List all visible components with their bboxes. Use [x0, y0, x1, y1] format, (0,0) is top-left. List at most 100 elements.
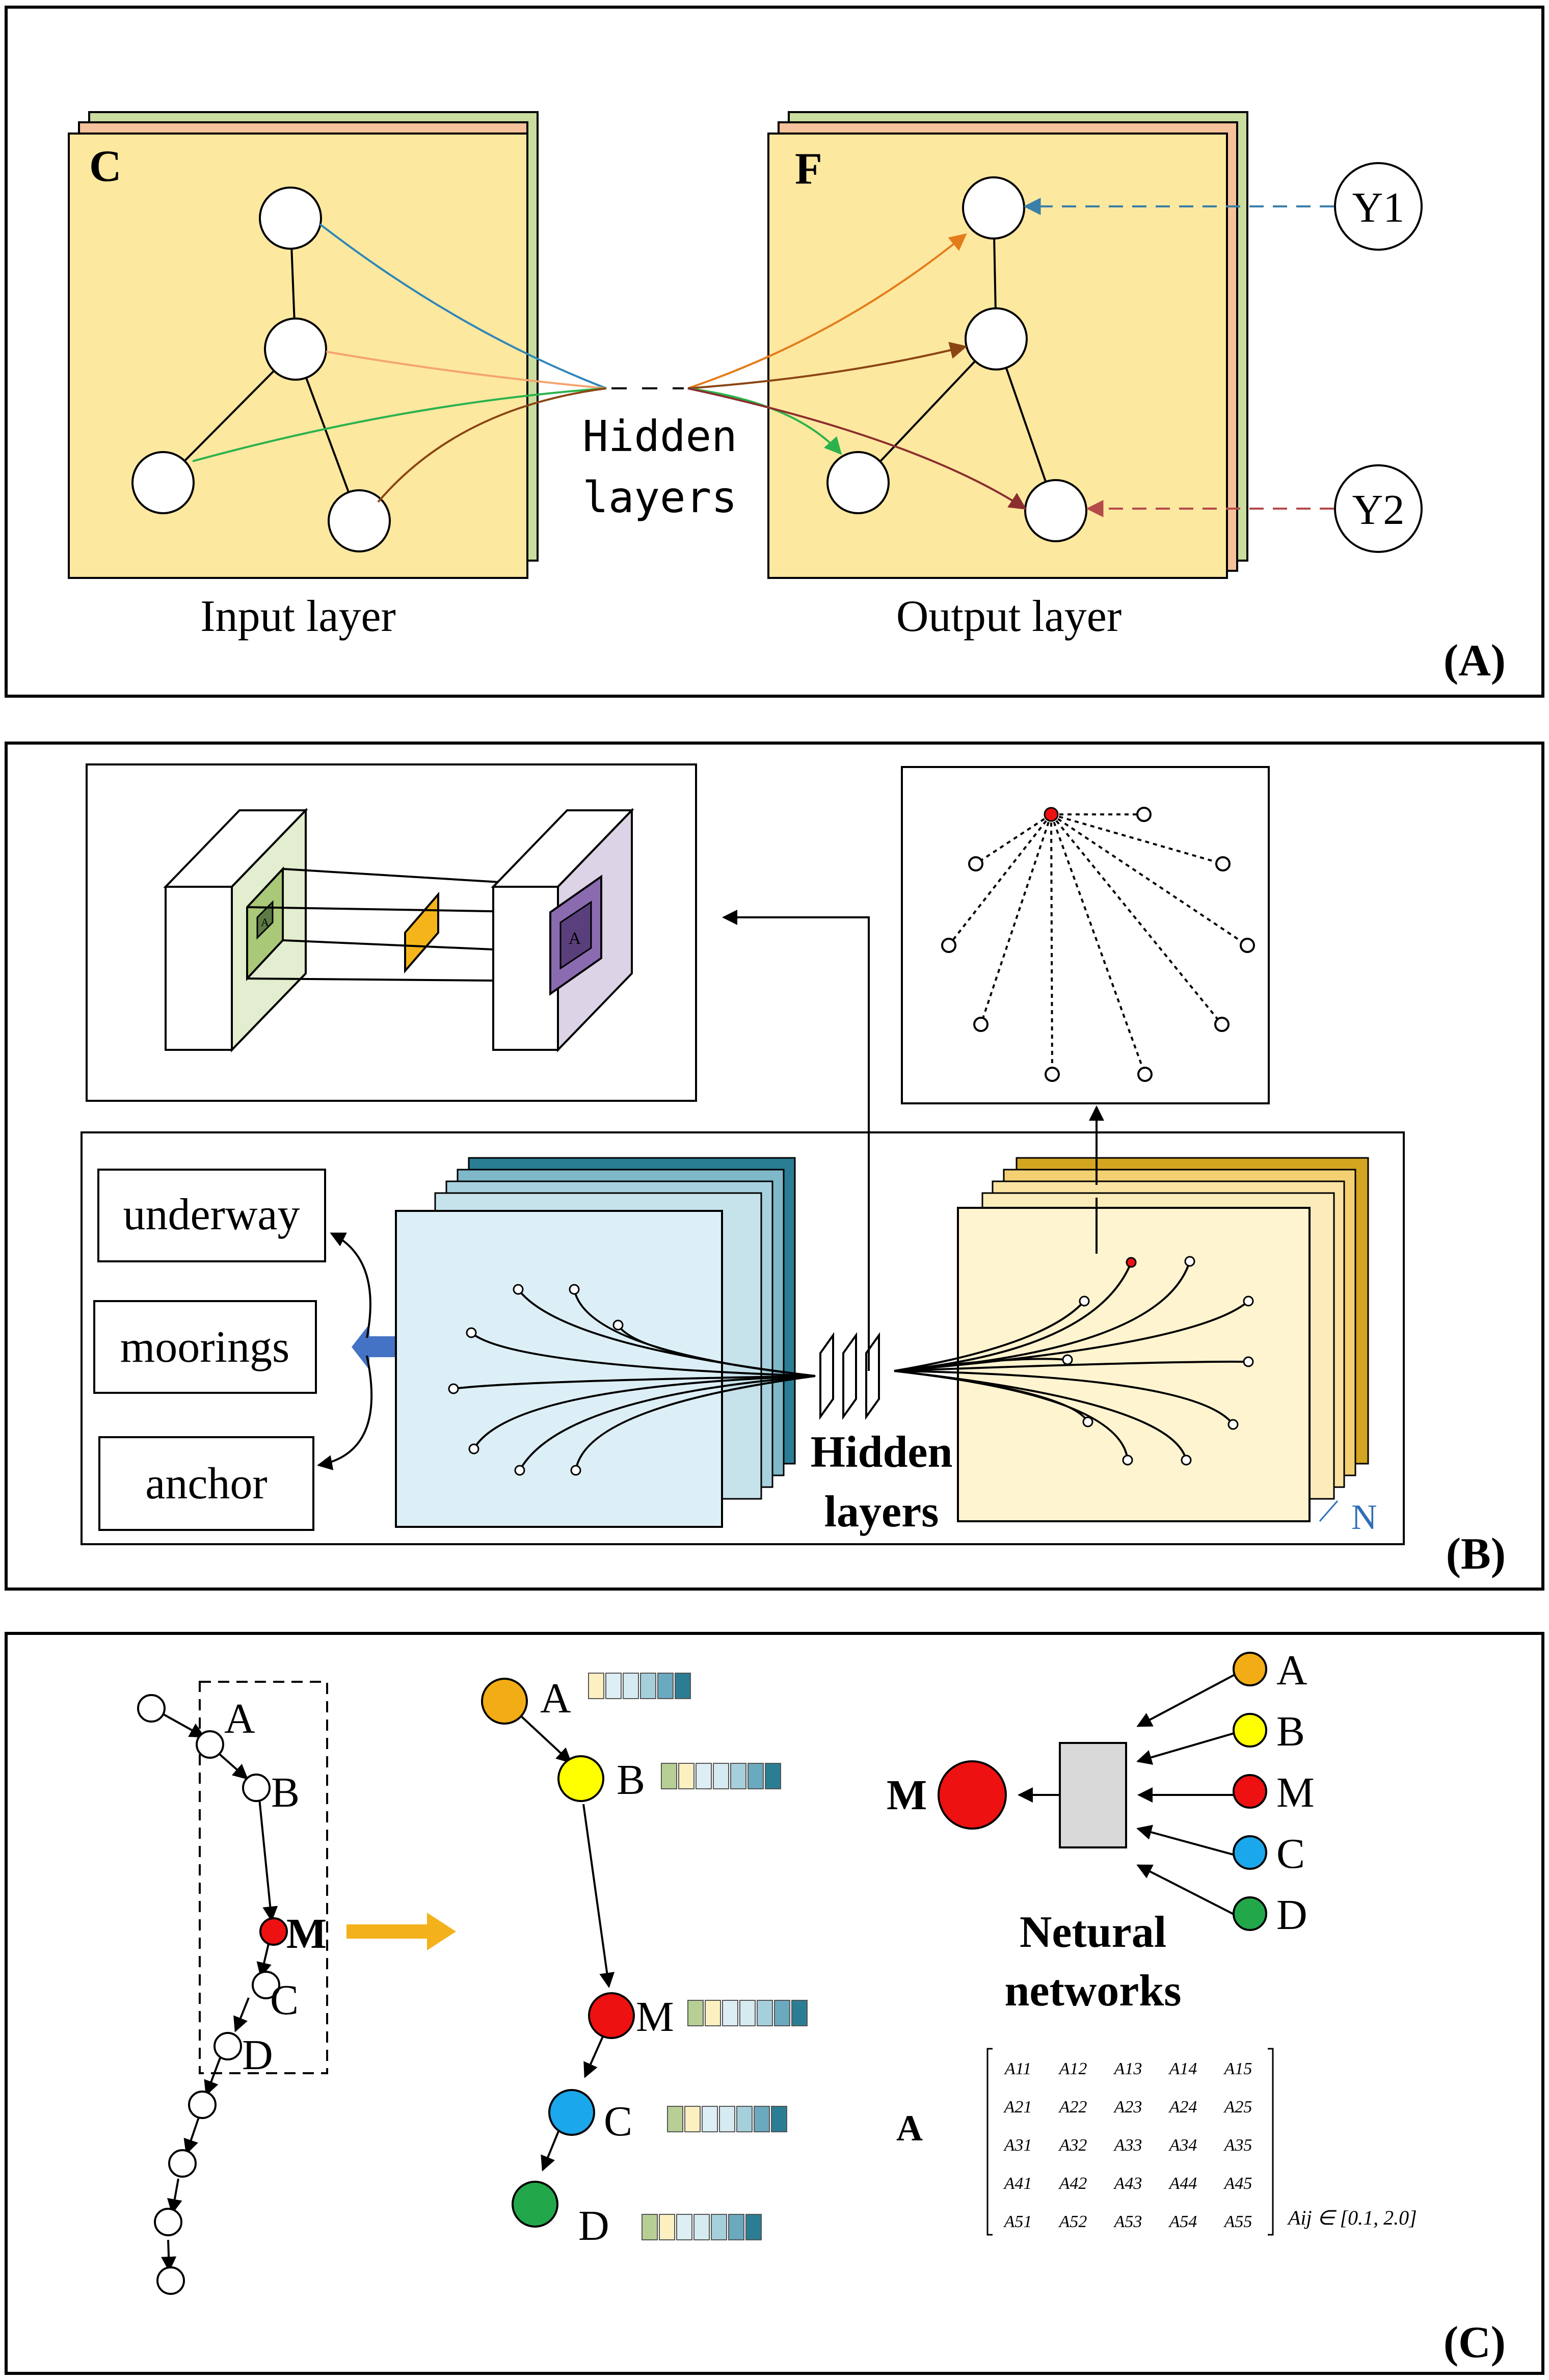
embedding-cell-a-0	[588, 1673, 604, 1699]
embedding-cell-d-3	[693, 2214, 710, 2240]
output-layer-tag: F	[795, 144, 822, 194]
embedding-cell-c-5	[754, 2106, 770, 2132]
neighbor-node-a	[481, 1678, 528, 1725]
embedding-cell-m-2	[722, 2000, 738, 2026]
nn-input-node-c	[1233, 1835, 1267, 1870]
extract-arrow	[346, 1913, 456, 1950]
class-label-underway: underway	[123, 1190, 300, 1239]
matrix-cell-3-4: A45	[1223, 2174, 1252, 2193]
star-graph	[948, 813, 1248, 1075]
embedding-cell-b-2	[696, 1763, 712, 1789]
matrix-name: A	[896, 2108, 923, 2149]
matrix-cell-1-1: A22	[1058, 2098, 1087, 2117]
nn-input-arrows	[1136, 1673, 1236, 1916]
embedding-cell-a-1	[605, 1673, 622, 1699]
embedding-cell-b-3	[713, 1763, 729, 1789]
input-layer-tag: C	[89, 142, 122, 191]
cnn-output-feature: A	[491, 808, 634, 1052]
matrix-cell-2-4: A35	[1223, 2136, 1252, 2155]
matrix-cell-3-2: A43	[1113, 2174, 1142, 2193]
embedding-cell-c-4	[736, 2106, 753, 2132]
embedding-cell-m-1	[705, 2000, 721, 2026]
matrix-cell-3-0: A41	[1003, 2174, 1032, 2193]
embedding-vectors	[588, 1673, 808, 2240]
embedding-cell-c-6	[771, 2106, 787, 2132]
matrix-cell-0-3: A14	[1168, 2059, 1197, 2078]
class-arrow-anchor	[317, 1355, 373, 1470]
matrix-cell-2-0: A31	[1003, 2136, 1032, 2155]
panel-a-tag: (A)	[1444, 636, 1506, 685]
matrix-cell-0-2: A13	[1113, 2059, 1142, 2078]
matrix-cell-2-2: A33	[1113, 2136, 1142, 2155]
embedding-cell-b-4	[730, 1763, 746, 1789]
trajectory-node-m	[259, 1917, 288, 1946]
embedding-cell-m-5	[774, 2000, 790, 2026]
embedding-cell-d-5	[728, 2214, 744, 2240]
matrix-cell-1-3: A24	[1168, 2098, 1197, 2117]
input-connections	[192, 223, 607, 503]
embedding-cell-m-0	[687, 2000, 704, 2026]
output-node-m	[938, 1760, 1007, 1830]
embedding-cell-b-5	[747, 1763, 764, 1789]
embedding-cell-d-4	[711, 2214, 727, 2240]
trajectory-nodes	[137, 1694, 280, 2295]
output-node-4	[1024, 479, 1087, 542]
matrix-cell-4-3: A54	[1168, 2212, 1197, 2231]
matrix-cell-0-0: A11	[1004, 2059, 1031, 2078]
hidden-planes	[819, 1332, 880, 1420]
panel-b-border	[5, 742, 1544, 1591]
cnn-kernel-label: A	[569, 929, 581, 948]
neighbor-label-m: M	[636, 1993, 674, 2041]
output-node-3	[826, 451, 890, 514]
embedding-cell-b-1	[678, 1763, 695, 1789]
nn-input-label-m: M	[1276, 1769, 1315, 1816]
chain-label-a: A	[224, 1695, 255, 1742]
output-connections	[687, 233, 1027, 510]
matrix-cell-2-1: A32	[1058, 2136, 1087, 2155]
embedding-cell-c-2	[702, 2106, 718, 2132]
panel-a: C F	[5, 6, 1544, 698]
target-label-y1: Y1	[1352, 184, 1405, 231]
matrix-cell-3-3: A44	[1168, 2174, 1197, 2193]
stack-count-label: N	[1351, 1498, 1377, 1537]
class-label-anchor: anchor	[145, 1459, 267, 1509]
nn-input-label-c: C	[1276, 1830, 1305, 1877]
panel-c: A B M C D A B M C D M	[5, 1632, 1544, 2375]
embedding-cell-a-2	[623, 1673, 639, 1699]
neighbor-label-c: C	[604, 2098, 632, 2145]
neighbor-label-b: B	[617, 1756, 645, 1804]
matrix-cell-3-1: A42	[1058, 2174, 1087, 2193]
chain-label-d: D	[242, 2031, 273, 2079]
matrix-constraint: Aij ∈ [0.1, 2.0]	[1287, 2206, 1417, 2229]
matrix-cell-0-4: A15	[1223, 2059, 1252, 2078]
embedding-cell-m-4	[757, 2000, 773, 2026]
output-layer-stack: F	[767, 111, 1248, 579]
embedding-cell-a-4	[657, 1673, 674, 1699]
embedding-cell-c-0	[667, 2106, 683, 2132]
neighbor-node-d	[512, 2181, 558, 2228]
selection-window	[199, 1681, 328, 2074]
nn-title-line1: Netural	[1020, 1908, 1166, 1957]
nn-input-label-d: D	[1276, 1891, 1307, 1939]
matrix-brackets	[986, 2048, 1274, 2236]
nn-input-node-a	[1233, 1652, 1267, 1686]
embedding-cell-c-1	[684, 2106, 701, 2132]
right-feature-stack: N	[894, 1157, 1377, 1537]
matrix-cell-1-4: A25	[1223, 2098, 1252, 2117]
star-center-node	[1044, 807, 1059, 822]
matrix-cell-4-2: A53	[1113, 2212, 1142, 2231]
nn-input-label-a: A	[1276, 1647, 1307, 1694]
target-node-y1	[1334, 162, 1423, 251]
neighbor-node-m	[588, 1992, 635, 2039]
embedding-cell-d-6	[745, 2214, 762, 2240]
matrix-cell-2-3: A34	[1168, 2136, 1197, 2155]
input-node-1	[259, 187, 322, 250]
embedding-cell-a-3	[640, 1673, 656, 1699]
nn-input-node-b	[1233, 1713, 1267, 1748]
output-layer-caption: Output layer	[896, 592, 1121, 641]
hidden-to-cnn-arrow	[722, 910, 870, 1371]
chain-label-m: M	[286, 1910, 327, 1958]
neighbor-label-a: A	[540, 1675, 571, 1722]
hidden-label-line1: Hidden	[582, 411, 737, 461]
